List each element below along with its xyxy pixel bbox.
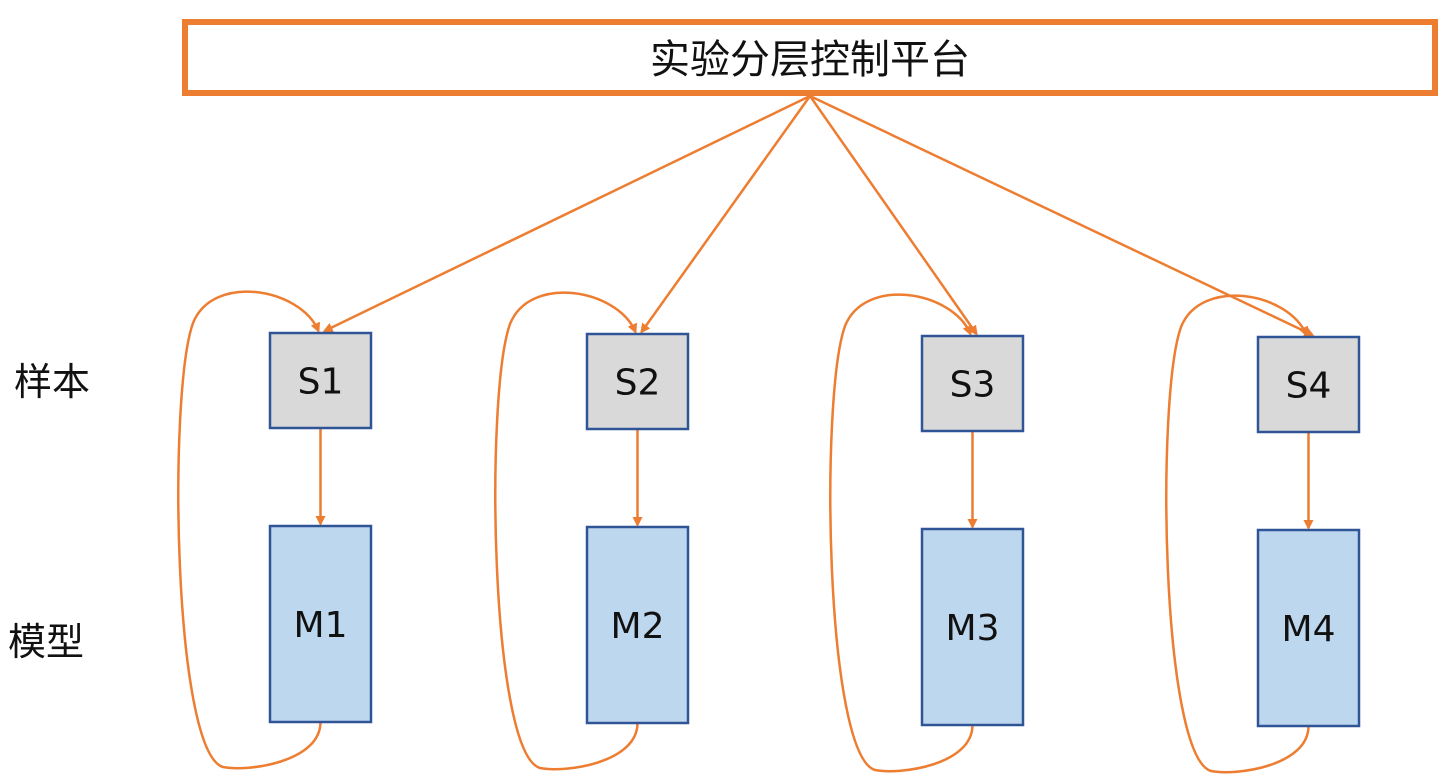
model-node-m2[interactable]: M2 [585, 525, 690, 725]
feedback-loop-m1-to-s1 [177, 290, 322, 770]
sample-label: S1 [298, 362, 344, 403]
sample-node-s4[interactable]: S4 [1256, 335, 1361, 434]
edge-platform-to-s4 [809, 94, 1315, 337]
row-label-sample: 样本 [14, 360, 90, 404]
sample-label: S2 [615, 363, 661, 404]
sample-node-s1[interactable]: S1 [268, 331, 373, 430]
model-node-m3[interactable]: M3 [920, 527, 1025, 727]
sample-box [268, 331, 373, 430]
feedback-loop-m4-to-s4 [1165, 294, 1310, 774]
platform-box [182, 19, 1438, 96]
sample-node-s2[interactable]: S2 [585, 332, 690, 431]
edges-layer [177, 94, 1315, 774]
sample-box [1256, 335, 1361, 434]
feedback-loop-m2-to-s2 [494, 291, 639, 771]
sample-label: S4 [1286, 366, 1332, 407]
sample-label: S3 [950, 365, 996, 406]
sample-box [920, 334, 1025, 433]
model-box [1256, 528, 1361, 728]
model-label: M2 [611, 606, 665, 647]
edge-platform-to-s3 [808, 95, 978, 336]
edge-platform-to-s1 [322, 94, 811, 333]
edge-platform-to-s2 [640, 95, 812, 334]
model-label: M1 [294, 605, 348, 646]
sample-node-s3[interactable]: S3 [920, 334, 1025, 433]
row-label-model: 模型 [8, 620, 84, 664]
model-box [585, 525, 690, 725]
feedback-loop-m3-to-s3 [829, 293, 974, 773]
model-box [268, 524, 373, 724]
platform-title: 实验分层控制平台 [650, 37, 970, 83]
model-label: M4 [1282, 609, 1336, 650]
model-label: M3 [946, 608, 1000, 649]
sample-box [585, 332, 690, 431]
model-box [920, 527, 1025, 727]
model-node-m4[interactable]: M4 [1256, 528, 1361, 728]
platform-node[interactable]: 实验分层控制平台 [182, 19, 1438, 96]
model-node-m1[interactable]: M1 [268, 524, 373, 724]
